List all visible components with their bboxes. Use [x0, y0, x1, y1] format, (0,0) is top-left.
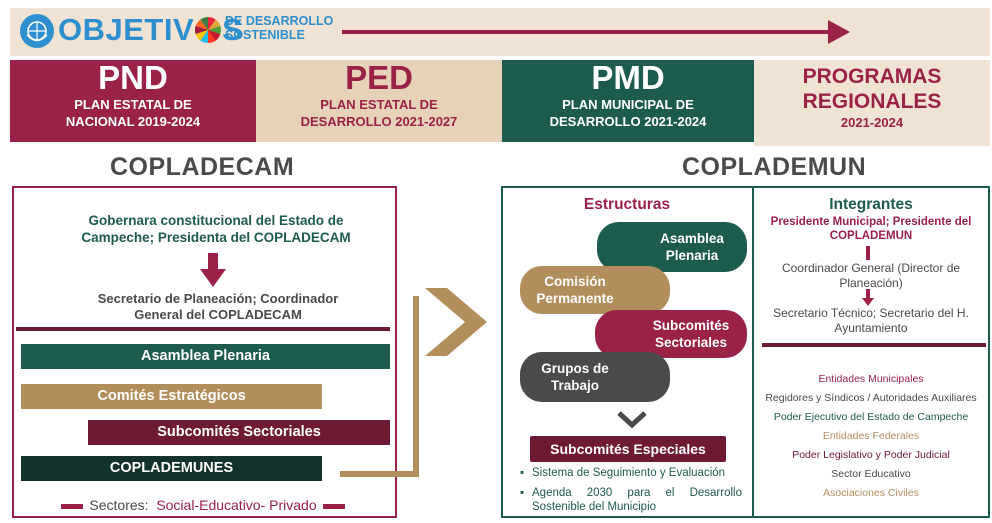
plan-line: NACIONAL 2019-2024: [65, 114, 201, 129]
plan-ped: PED PLAN ESTATAL DE DESARROLLO 2021-2027: [256, 60, 502, 142]
plan-line: 2021-2024: [840, 115, 904, 130]
sectores-label: Sectores:: [89, 497, 149, 513]
entity-item: Regidores y Síndicos / Autoridades Auxil…: [765, 392, 977, 404]
un-emblem-icon: [20, 14, 54, 48]
pill-line: Subcomités: [652, 318, 730, 333]
connector-line: [866, 246, 870, 260]
pill-line: Grupos de: [541, 361, 609, 376]
presidente-line: Presidente Municipal; Presidente del: [770, 216, 972, 228]
gobernadora-line: Gobernara constitucional del Estado de: [88, 213, 344, 228]
especiales-list: Sistema de Seguimiento y Evaluación Agen…: [520, 466, 742, 520]
presidente-line: COPLADEMUN: [829, 230, 913, 242]
list-item: Sistema de Seguimiento y Evaluación: [520, 466, 742, 480]
integrantes-panel: [752, 186, 990, 518]
pill-line: Plenaria: [665, 248, 719, 263]
chevron-right-icon: [425, 288, 487, 356]
plan-programas-regionales: PROGRAMAS REGIONALES 2021-2024: [754, 60, 990, 146]
entity-item: Asociaciones Civiles: [823, 487, 919, 499]
bar-asamblea-plenaria: Asamblea Plenaria: [21, 344, 390, 369]
secretario-line: General del COPLADECAM: [134, 307, 302, 322]
coordinador-line: Planeación): [839, 276, 903, 290]
coordinador-text: Coordinador General (Director de Planeac…: [756, 261, 986, 291]
sectores-value: Social-Educativo- Privado: [156, 497, 317, 513]
plan-line: DESARROLLO 2021-2024: [549, 114, 707, 129]
pill-line: Trabajo: [550, 378, 599, 393]
copladecam-panel: [12, 186, 397, 518]
entity-item: Entidades Municipales: [818, 373, 924, 385]
plan-line: PLAN ESTATAL DE: [74, 97, 192, 112]
bar-coplademunes: COPLADEMUNES: [21, 456, 322, 481]
pill-line: Comisión: [544, 274, 606, 289]
sdg-wheel-icon: [195, 17, 222, 43]
entity-item: Sector Educativo: [831, 468, 911, 480]
entity-item: Entidades Federales: [822, 430, 920, 442]
bar-subcomites-sectoriales: Subcomités Sectoriales: [88, 420, 390, 445]
down-arrow-icon: [862, 289, 874, 306]
ods-subtitle: DE DESARROLLO SOSTENIBLE: [225, 14, 333, 42]
pill-line: Sectoriales: [654, 335, 728, 350]
plan-acronym: PMD: [591, 59, 665, 96]
entity-item: Poder Ejecutivo del Estado de Campeche: [773, 411, 969, 423]
progress-arrow-line: [342, 30, 832, 34]
ods-subtitle-line1: DE DESARROLLO: [225, 14, 334, 28]
chevron-down-icon: [617, 411, 647, 429]
gobernadora-text: Gobernara constitucional del Estado de C…: [12, 212, 420, 246]
plan-acronym: REGIONALES: [802, 90, 942, 113]
dash-icon: [322, 503, 345, 509]
secretario-line: Ayuntamiento: [834, 321, 908, 335]
coordinador-line: Coordinador General (Director de: [781, 261, 961, 275]
divider: [16, 327, 390, 331]
pill-grupos-de-trabajo: Grupos de Trabajo: [520, 352, 670, 402]
subcomites-especiales-bar: Subcomités Especiales: [530, 436, 726, 462]
divider: [762, 343, 986, 347]
plan-acronym: PND: [98, 59, 168, 96]
secretario-line: Secretario Técnico; Secretario del H.: [773, 306, 969, 320]
coplademun-title: COPLADEMUN: [682, 153, 867, 181]
down-arrow-icon: [200, 253, 226, 287]
estructuras-panel: [501, 186, 752, 518]
pill-line: Asamblea: [660, 231, 724, 246]
plan-line: DESARROLLO 2021-2027: [300, 114, 458, 129]
plan-line: PLAN ESTATAL DE: [320, 97, 438, 112]
copladecam-title: COPLADECAM: [110, 153, 295, 181]
secretario-tecnico-text: Secretario Técnico; Secretario del H. Ay…: [756, 306, 986, 336]
integrantes-title: Integrantes: [829, 196, 913, 213]
arrow-head-icon: [828, 20, 850, 44]
plan-acronym: PROGRAMAS: [802, 65, 942, 88]
sectores-line: Sectores: Social-Educativo- Privado: [16, 497, 390, 513]
gobernadora-line: Campeche; Presidenta del COPLADECAM: [81, 230, 351, 245]
secretario-line: Secretario de Planeación; Coordinador: [97, 291, 339, 306]
dash-icon: [61, 503, 84, 509]
connector-arrow-icon: [340, 296, 419, 477]
presidente-text: Presidente Municipal; Presidente del COP…: [756, 215, 986, 243]
entity-item: Poder Legislativo y Poder Judicial: [792, 449, 950, 461]
ods-subtitle-line2: SOSTENIBLE: [225, 28, 305, 42]
plan-pmd: PMD PLAN MUNICIPAL DE DESARROLLO 2021-20…: [502, 60, 754, 142]
pill-line: Permanente: [536, 291, 614, 306]
plan-acronym: PED: [345, 59, 413, 96]
secretario-planeacion-text: Secretario de Planeación; Coordinador Ge…: [12, 291, 424, 323]
plan-line: PLAN MUNICIPAL DE: [562, 97, 694, 112]
estructuras-title: Estructuras: [583, 196, 671, 213]
bar-comites-estrategicos: Comités Estratégicos: [21, 384, 322, 409]
list-item: Agenda 2030 para el Desarrollo Sostenibl…: [520, 486, 742, 514]
plan-pnd: PND PLAN ESTATAL DE NACIONAL 2019-2024: [10, 60, 256, 142]
